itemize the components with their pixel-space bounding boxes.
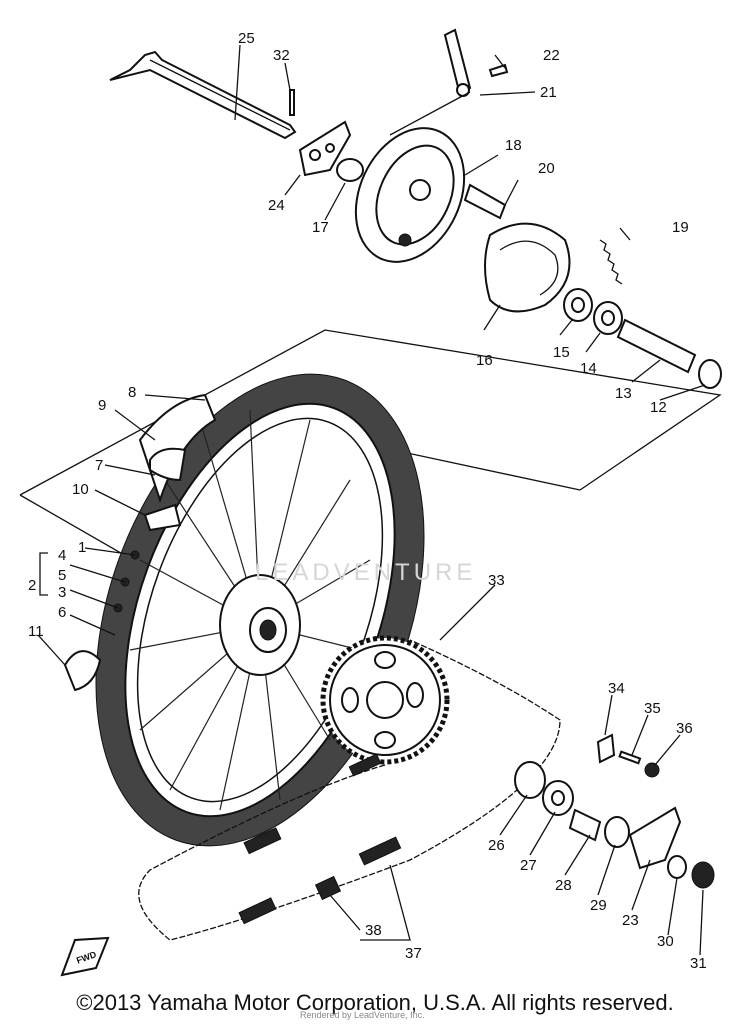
callout-38: 38 (365, 922, 382, 939)
callout-24: 24 (268, 197, 285, 214)
callout-36: 36 (676, 720, 693, 737)
collar-28[interactable] (568, 808, 602, 842)
tube[interactable] (149, 447, 187, 482)
callout-leaders (37, 44, 706, 956)
callout-13: 13 (615, 385, 632, 402)
callout-15: 15 (553, 344, 570, 361)
callout-33: 33 (488, 572, 505, 589)
callout-27: 27 (520, 857, 537, 874)
callout-32: 32 (273, 47, 290, 64)
cam-shaft-lever[interactable] (443, 28, 472, 97)
callout-17: 17 (312, 219, 329, 236)
bearing-14[interactable] (593, 301, 623, 335)
rear-axle[interactable] (109, 50, 297, 140)
callout-37: 37 (405, 945, 422, 962)
callout-35: 35 (644, 700, 661, 717)
axle-nut[interactable] (691, 861, 715, 889)
cotter-pin[interactable] (289, 89, 295, 116)
brake-shoe-plate[interactable] (335, 110, 485, 279)
bearing-27[interactable] (542, 780, 574, 816)
watermark: LEADVENTURE (255, 559, 476, 586)
callout-6: 6 (58, 604, 66, 621)
spacer-13[interactable] (616, 318, 697, 374)
drive-chain[interactable] (138, 639, 561, 941)
callouts: 1 2 3 4 5 6 7 8 9 10 11 12 13 14 15 16 1… (28, 30, 707, 972)
callout-30: 30 (657, 933, 674, 950)
callout-20: 20 (538, 160, 555, 177)
callout-7: 7 (95, 457, 103, 474)
callout-3: 3 (58, 584, 66, 601)
callout-10: 10 (72, 481, 89, 498)
chain-adjuster-left[interactable] (298, 120, 352, 177)
callout-9: 9 (98, 397, 106, 414)
chain-joint[interactable] (314, 875, 342, 901)
callout-5: 5 (58, 567, 66, 584)
callout-29: 29 (590, 897, 607, 914)
adjuster-plate-34[interactable] (596, 733, 616, 764)
callout-19: 19 (672, 219, 689, 236)
callout-21: 21 (540, 84, 557, 101)
callout-25: 25 (238, 30, 255, 47)
rear-sprocket[interactable] (320, 635, 450, 765)
adjust-nut[interactable] (644, 762, 660, 778)
camshaft[interactable] (463, 183, 507, 220)
lever-bolt[interactable] (488, 63, 509, 78)
callout-18: 18 (505, 137, 522, 154)
callout-8: 8 (128, 384, 136, 401)
fwd-arrow-icon: FWD (60, 936, 110, 977)
callout-34: 34 (608, 680, 625, 697)
adjust-bolt[interactable] (618, 750, 642, 765)
callout-23: 23 (622, 912, 639, 929)
bearing-15[interactable] (563, 288, 593, 322)
callout-1: 1 (78, 539, 86, 556)
callout-26: 26 (488, 837, 505, 854)
callout-11: 11 (28, 623, 44, 640)
callout-4: 4 (58, 547, 66, 564)
parts-diagram: FWD (19, 28, 722, 977)
oil-seal-12[interactable] (698, 359, 722, 389)
shoe-spring[interactable] (599, 239, 623, 285)
callout-22: 22 (543, 47, 560, 64)
collar-17[interactable] (336, 158, 364, 182)
copyright-notice: ©2013 Yamaha Motor Corporation, U.S.A. A… (76, 990, 674, 1015)
brake-shoe-comp[interactable] (484, 222, 571, 313)
callout-12: 12 (650, 399, 667, 416)
callout-16: 16 (476, 352, 493, 369)
callout-31: 31 (690, 955, 707, 972)
callout-28: 28 (555, 877, 572, 894)
rim-flap[interactable] (143, 503, 182, 532)
washer-30[interactable] (667, 855, 687, 879)
collar-26[interactable] (514, 761, 546, 799)
valve-cap[interactable] (63, 650, 102, 692)
chain-adjuster-right[interactable] (628, 806, 682, 870)
oil-seal-29[interactable] (604, 816, 630, 848)
callout-2: 2 (28, 577, 36, 594)
rendered-by-note: Rendered by LeadVenture, Inc. (300, 1010, 425, 1020)
callout-14: 14 (580, 360, 597, 377)
